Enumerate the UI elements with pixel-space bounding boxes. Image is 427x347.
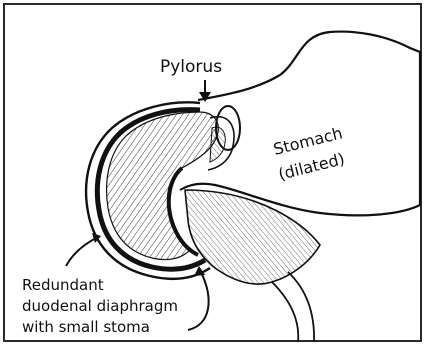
- label-redundant: Redundant: [22, 276, 104, 294]
- diaphragm-arrow-lower: [188, 270, 209, 330]
- jejunum-edge: [288, 272, 314, 342]
- label-small-stoma: with small stoma: [22, 318, 150, 336]
- label-pylorus: Pylorus: [160, 57, 222, 77]
- diaphragm-arrow-upper: [66, 237, 98, 266]
- jejunum: [272, 282, 298, 342]
- label-duodenal-diaphragm: duodenal diaphragm: [22, 297, 178, 315]
